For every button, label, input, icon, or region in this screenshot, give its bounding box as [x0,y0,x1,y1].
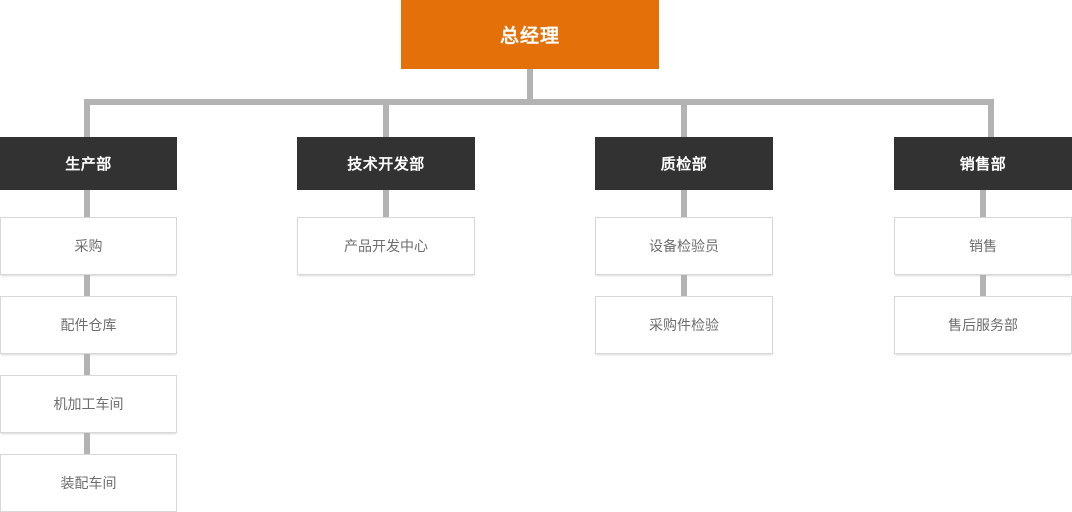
node-dept2-child-1[interactable]: 产品开发中心 [297,217,475,275]
node-label: 技术开发部 [347,156,425,173]
node-label: 总经理 [499,26,560,47]
node-label: 采购件检验 [649,317,719,333]
node-dept1-child-1[interactable]: 采购 [0,217,177,275]
node-label: 销售部 [959,156,1007,173]
node-dept4-child-1[interactable]: 销售 [894,217,1072,275]
connector-bus-to-dept-4 [988,99,994,139]
node-label: 采购 [74,238,103,254]
node-label: 产品开发中心 [344,238,428,254]
connector-dept1-to-child2 [84,275,90,296]
connector-bus-to-dept-1 [84,99,90,139]
connector-dept4-to-child1 [980,190,986,217]
node-label: 质检部 [660,156,708,173]
connector-bus-to-dept-2 [383,99,389,139]
node-department-1[interactable]: 生产部 [0,137,177,190]
node-label: 装配车间 [60,475,117,491]
node-dept3-child-2[interactable]: 采购件检验 [595,296,773,354]
connector-dept2-to-child1 [383,190,389,217]
node-dept3-child-1[interactable]: 设备检验员 [595,217,773,275]
connector-dept1-to-child3 [84,354,90,375]
node-label: 机加工车间 [53,396,124,412]
node-department-3[interactable]: 质检部 [595,137,773,190]
node-dept1-child-2[interactable]: 配件仓库 [0,296,177,354]
node-label: 售后服务部 [948,317,1018,333]
node-dept4-child-2[interactable]: 售后服务部 [894,296,1072,354]
node-label: 配件仓库 [60,317,117,333]
connector-dept3-to-child1 [681,190,687,217]
connector-dept4-to-child2 [980,275,986,296]
connector-bus-to-dept-3 [681,99,687,139]
connector-dept3-to-child2 [681,275,687,296]
node-dept1-child-3[interactable]: 机加工车间 [0,375,177,433]
node-dept1-child-4[interactable]: 装配车间 [0,454,177,512]
node-label: 生产部 [65,156,112,173]
connector-root-stem [527,69,533,105]
connector-department-bus [84,99,994,105]
node-label: 销售 [969,238,997,254]
connector-dept1-to-child1 [84,190,90,217]
node-department-4[interactable]: 销售部 [894,137,1072,190]
connector-dept1-to-child4 [84,433,90,454]
node-label: 设备检验员 [649,238,719,254]
node-general-manager[interactable]: 总经理 [401,0,659,69]
node-department-2[interactable]: 技术开发部 [297,137,475,190]
